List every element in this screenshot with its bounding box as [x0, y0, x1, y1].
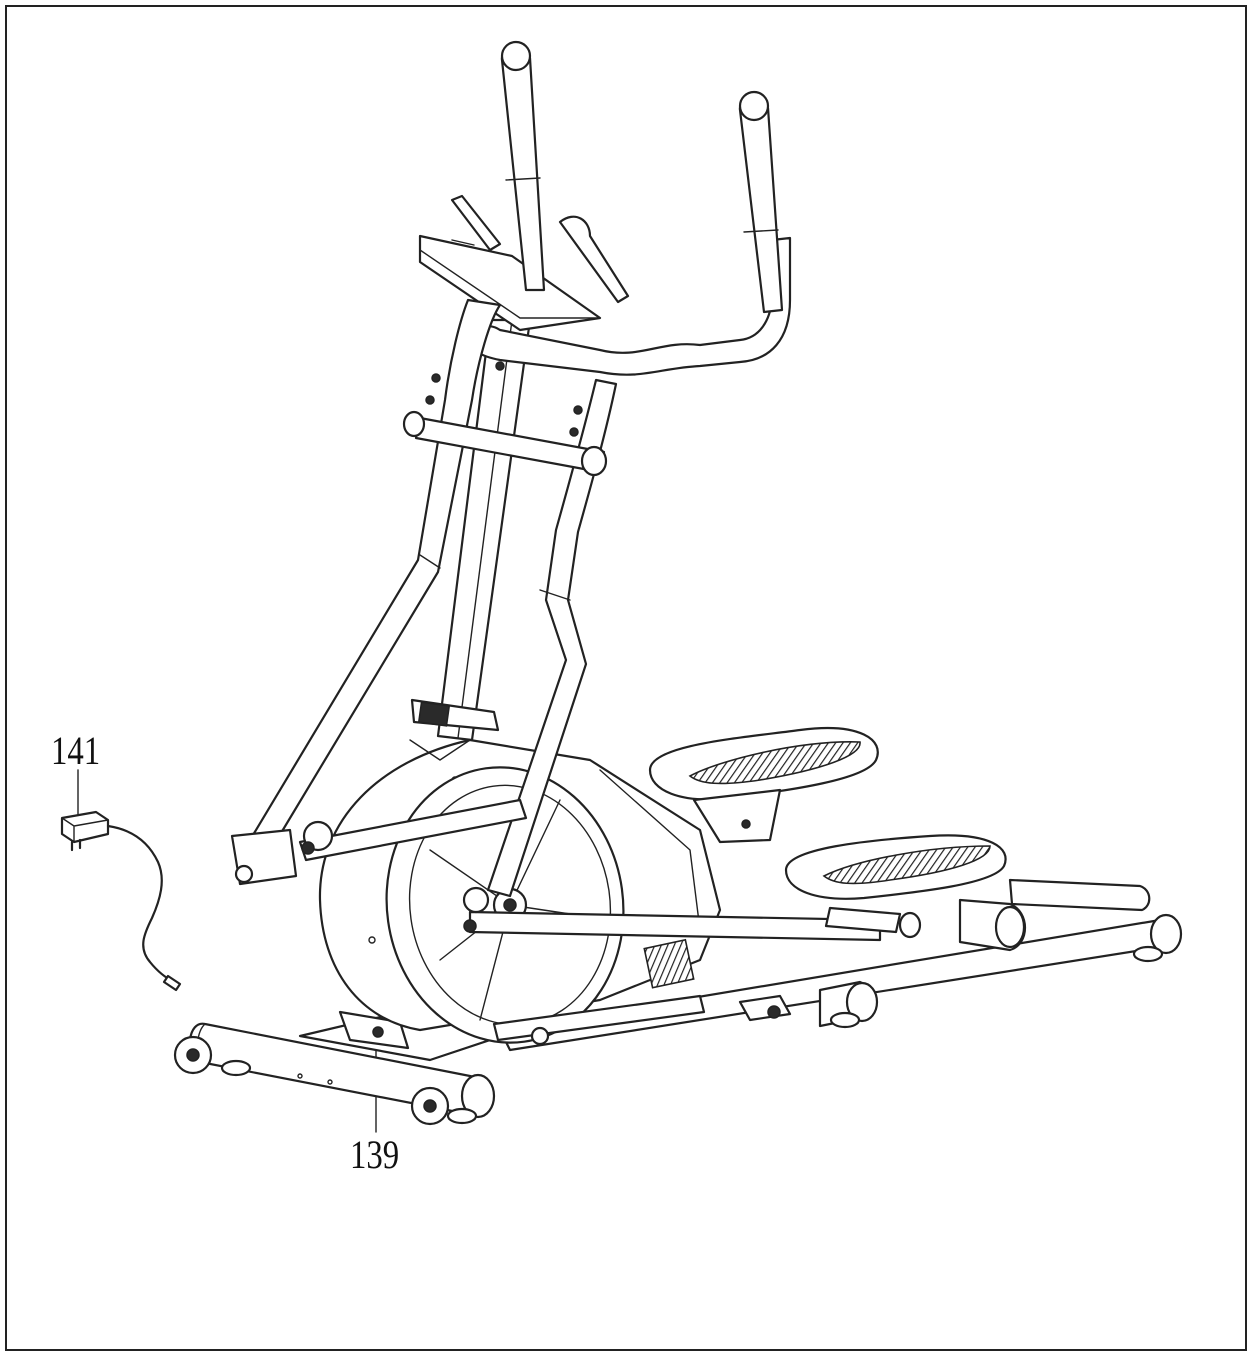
power-adapter-141	[60, 810, 182, 992]
handlebar-crossbar	[468, 236, 792, 376]
right-upper-arm	[486, 90, 784, 898]
pedal-right	[784, 834, 1026, 952]
pedal-arms	[230, 798, 882, 1046]
part-number-139: 139	[350, 1132, 400, 1177]
pivot-hub	[402, 361, 608, 477]
front-stabilizer	[173, 1022, 496, 1126]
console	[418, 194, 630, 332]
console-mast	[410, 318, 532, 742]
drawing-frame	[5, 5, 1247, 1351]
pedal-left	[648, 726, 879, 844]
part-number-141: 141	[51, 728, 101, 773]
